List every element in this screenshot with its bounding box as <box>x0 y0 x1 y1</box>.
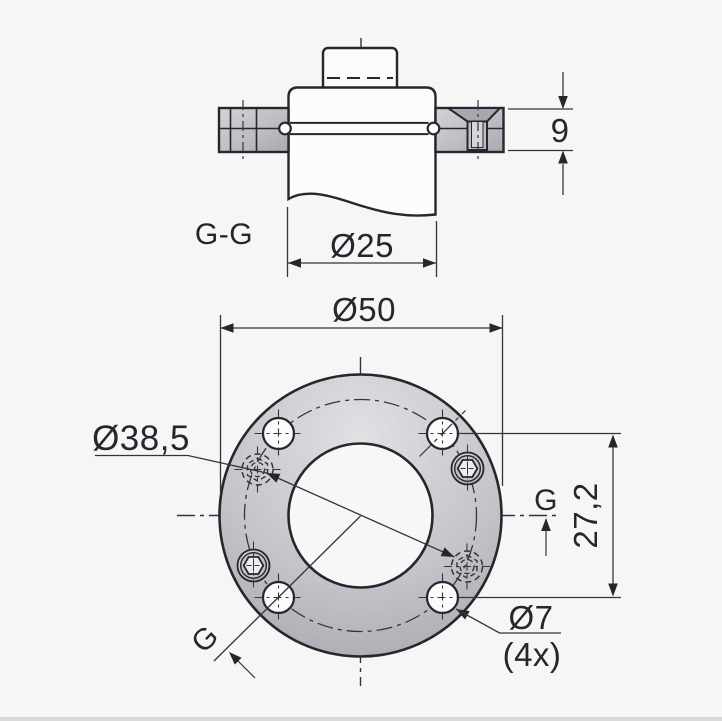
hidden-screw-lower-right <box>444 543 490 590</box>
hidden-hex-outline <box>456 554 478 579</box>
hidden-screw-crosshair <box>444 543 490 590</box>
right-flange-wing <box>434 100 505 160</box>
bolt-circle-dim-line <box>266 472 455 558</box>
thickness-value: 9 <box>551 112 570 149</box>
o-ring-right <box>426 121 441 136</box>
hole-dia-value: Ø7 <box>508 599 553 636</box>
shaft-dia-extension-lines <box>286 207 438 277</box>
cut-line-diagonal <box>213 515 361 662</box>
section-marker-left: G <box>185 619 225 659</box>
plan-view: Ø50 Ø38,5 G G 27,2 <box>92 291 621 686</box>
hidden-screw-crosshair <box>234 446 281 493</box>
hex-socket <box>471 121 484 148</box>
hole-diagonal-centerline <box>419 410 466 457</box>
spacing-extension-lines <box>459 432 621 599</box>
thickness-arrow-bottom <box>558 150 568 164</box>
shaft-top-block <box>321 46 399 92</box>
hole-crosshair <box>418 573 467 622</box>
outer-dia-value: Ø50 <box>332 291 396 328</box>
outer-dia-arrow-left <box>220 323 234 333</box>
bolt-circle-leader <box>95 454 267 474</box>
page-bottom-divider <box>0 717 722 721</box>
o-ring-groove-lines <box>290 121 429 136</box>
callout-hole-diameter: Ø7 (4x) <box>453 599 562 673</box>
dimension-shaft-diameter: Ø25 <box>286 207 438 277</box>
hex-screw-lower-left <box>236 541 271 590</box>
hole-dia-leader <box>455 608 561 634</box>
thickness-arrow-top <box>558 96 568 109</box>
shaft-dia-arrow-left <box>288 258 301 268</box>
o-ring-left <box>278 121 292 136</box>
spacing-value: 27,2 <box>567 482 604 548</box>
hidden-screw-bore <box>459 558 475 575</box>
thickness-extension-lines <box>508 108 573 152</box>
spacing-arrow-bottom <box>608 583 618 597</box>
hub-body-section <box>287 86 437 217</box>
section-marker-right: G <box>534 484 558 517</box>
left-wing-hole-walls <box>229 108 258 152</box>
dimension-outer-diameter: Ø50 <box>219 291 504 492</box>
bolt-circle-value: Ø38,5 <box>92 419 190 458</box>
hex-screw-upper-right <box>450 444 485 493</box>
bolt-circle <box>243 398 478 633</box>
spacing-arrow-top <box>608 434 618 448</box>
left-flange-wing <box>217 100 290 160</box>
section-label: G-G <box>195 218 253 251</box>
section-view: 9 G-G Ø25 <box>195 38 573 277</box>
dimension-thickness: 9 <box>508 72 573 195</box>
hole-crosshair <box>254 409 303 458</box>
outer-dia-arrow-right <box>489 323 503 333</box>
cut-arrow-right <box>541 518 551 531</box>
dimension-bolt-circle: Ø38,5 <box>92 419 457 562</box>
dimension-hole-spacing: 27,2 <box>459 432 621 599</box>
shaft-dia-value: Ø25 <box>330 227 394 264</box>
left-wing-body <box>217 106 290 154</box>
o-ring-band <box>278 121 441 136</box>
hidden-hex-outline <box>246 457 269 482</box>
shaft-dia-arrow-right <box>423 258 436 268</box>
hole-count-value: (4x) <box>503 636 562 673</box>
